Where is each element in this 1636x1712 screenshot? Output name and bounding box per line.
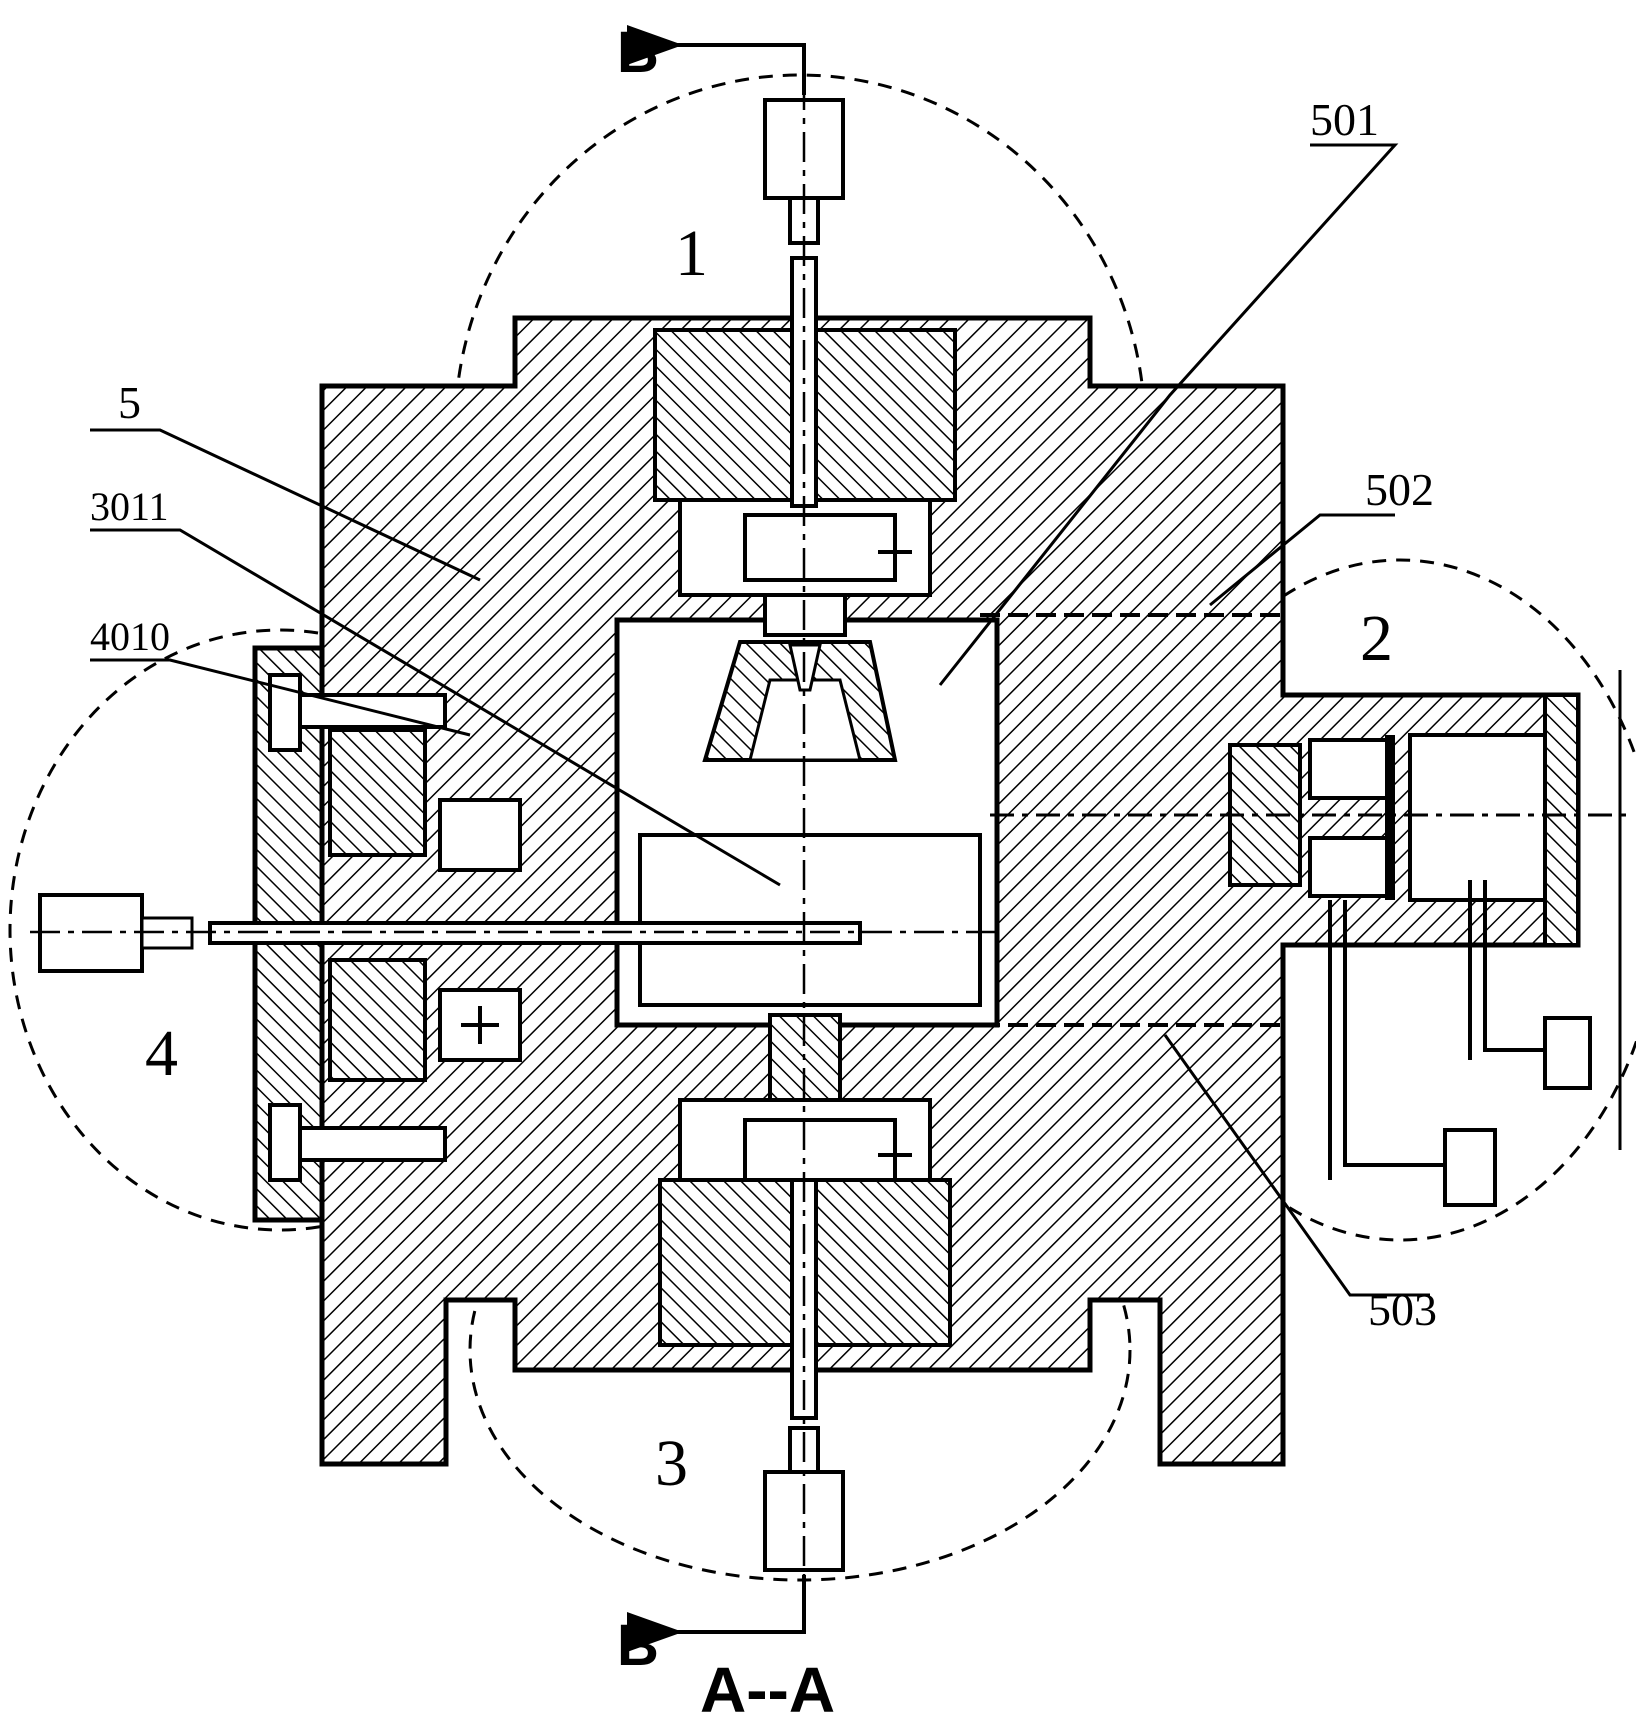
callout-501: 501: [1310, 94, 1379, 145]
zone-label-3: 3: [655, 1427, 688, 1500]
slide-block: [640, 835, 980, 1005]
zone-label-1: 1: [675, 217, 708, 290]
zone-label-2: 2: [1360, 602, 1393, 675]
callout-503: 503: [1368, 1284, 1437, 1335]
section-title: A--A: [700, 1654, 835, 1712]
zone-label-4: 4: [145, 1017, 178, 1090]
callout-5: 5: [118, 377, 141, 428]
right-sensor-lower: [1445, 1130, 1495, 1205]
right-sensor-upper: [1545, 1018, 1590, 1088]
callout-502: 502: [1365, 464, 1434, 515]
section-marker-bottom: B: [617, 1613, 659, 1678]
callout-3011: 3011: [90, 484, 169, 529]
section-marker-top: B: [617, 20, 659, 85]
callout-4010: 4010: [90, 614, 170, 659]
